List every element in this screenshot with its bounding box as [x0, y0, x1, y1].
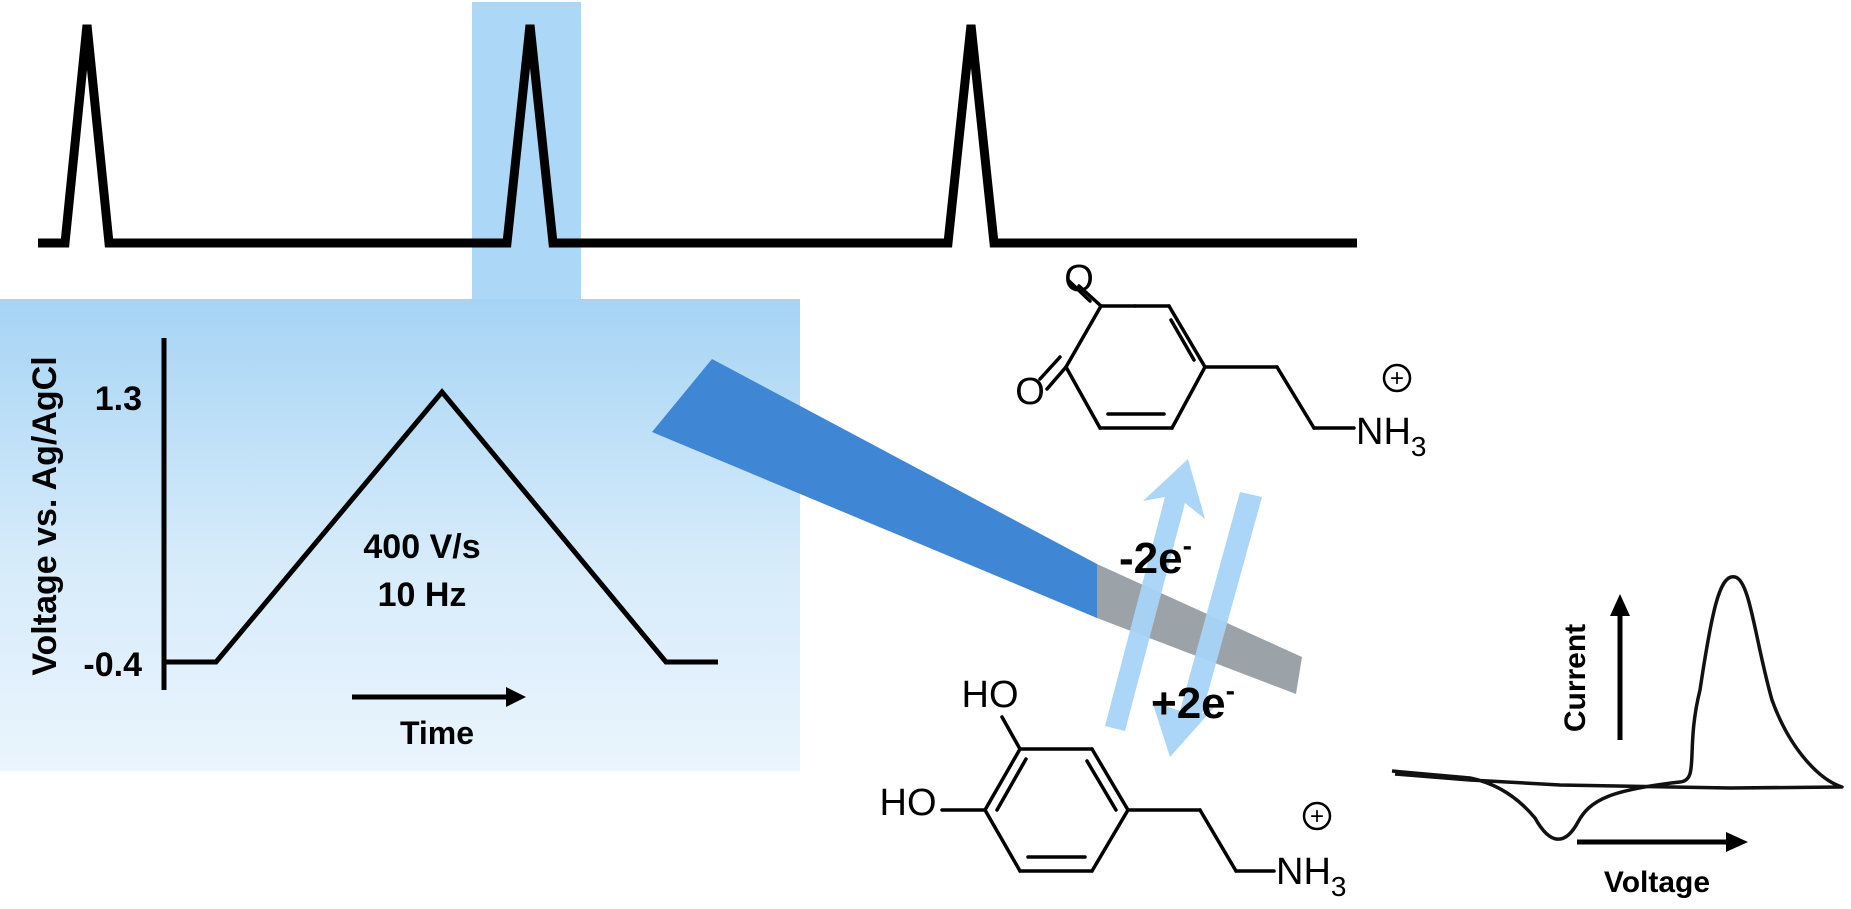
- svg-text:+2e-: +2e-: [1151, 675, 1235, 728]
- quinone-oxygen-top: O: [1064, 258, 1094, 300]
- voltammogram-trace: [1391, 575, 1844, 841]
- scan-rate-label: 400 V/s: [363, 528, 480, 566]
- voltage-axis-label: Voltage: [1604, 866, 1710, 899]
- current-arrow: [1610, 594, 1630, 740]
- dopamine-structure: [940, 715, 1276, 873]
- dopamine-hydroxyl-bottom: HO: [880, 782, 937, 824]
- svg-text:-2e-: -2e-: [1119, 530, 1192, 583]
- dopamine-hydroxyl-top: HO: [962, 674, 1019, 716]
- waveform-y-tick-high: 1.3: [95, 380, 142, 418]
- dopamine-charge: +: [1302, 801, 1332, 831]
- svg-text:1.3: 1.3: [95, 380, 142, 418]
- current-axis-label: Current: [1559, 624, 1592, 732]
- dopamine-amine: NH3: [1276, 851, 1346, 902]
- reduction-arrow: [1152, 492, 1262, 757]
- electrode-body: [652, 359, 1097, 618]
- dopamine-quinone-structure: [1038, 279, 1356, 430]
- voltage-arrow: [1577, 832, 1748, 852]
- time-axis-label: Time: [400, 715, 474, 751]
- quinone-charge: +: [1382, 363, 1412, 393]
- frequency-label: 10 Hz: [378, 576, 467, 614]
- reduction-label: +2e-: [1151, 675, 1235, 728]
- waveform-y-tick-low: -0.4: [83, 646, 142, 684]
- oxidation-arrow: [1105, 459, 1205, 731]
- waveform-y-axis-label: Voltage vs. Ag/AgCl: [26, 356, 64, 675]
- oxidation-label: -2e-: [1119, 530, 1192, 583]
- quinone-amine: NH3: [1356, 411, 1426, 462]
- periodic-waveform-trace: [38, 24, 1357, 248]
- waveform-panel-background: [0, 299, 800, 771]
- svg-text:-0.4: -0.4: [83, 646, 142, 684]
- triangle-waveform: [164, 388, 718, 665]
- svg-text:+: +: [1310, 803, 1324, 830]
- time-arrow: [352, 687, 526, 707]
- quinone-oxygen-bottom: O: [1015, 371, 1045, 413]
- svg-text:+: +: [1390, 365, 1404, 392]
